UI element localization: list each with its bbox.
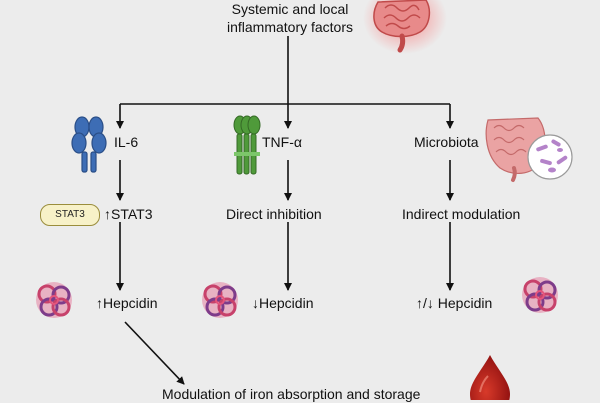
tnf-label: TNF-α: [262, 134, 302, 150]
il6-label: IL-6: [114, 134, 139, 150]
top-title-line1: Systemic and local: [231, 1, 349, 17]
microbiota-icon: [485, 117, 573, 182]
hepcidin-down: ↓Hepcidin: [252, 295, 314, 311]
hepcidin-icon: [522, 277, 558, 313]
il6-receptor-icon: [71, 116, 107, 173]
bottom-text: Modulation of iron absorption and storag…: [162, 386, 421, 402]
hepcidin-icon: [36, 282, 72, 318]
hepcidin-icon: [202, 282, 238, 318]
top-title-line2: inflammatory factors: [226, 19, 354, 35]
top-title: Systemic and local inflammatory factors: [190, 0, 390, 36]
intestine-icon: [363, 0, 447, 54]
indirect-modulation-step: Indirect modulation: [402, 206, 521, 222]
hepcidin-up: ↑Hepcidin: [96, 295, 158, 311]
stat3-badge: STAT3: [40, 204, 100, 226]
hepcidin-updown: ↑/↓ Hepcidin: [416, 295, 493, 311]
blood-drop-icon: [470, 355, 510, 400]
connector-lines: [116, 36, 454, 385]
stat3-step: ↑STAT3: [104, 206, 153, 222]
direct-inhibition-step: Direct inhibition: [226, 206, 322, 222]
microbiota-label: Microbiota: [414, 134, 479, 150]
tnf-receptor-icon: [233, 115, 261, 175]
